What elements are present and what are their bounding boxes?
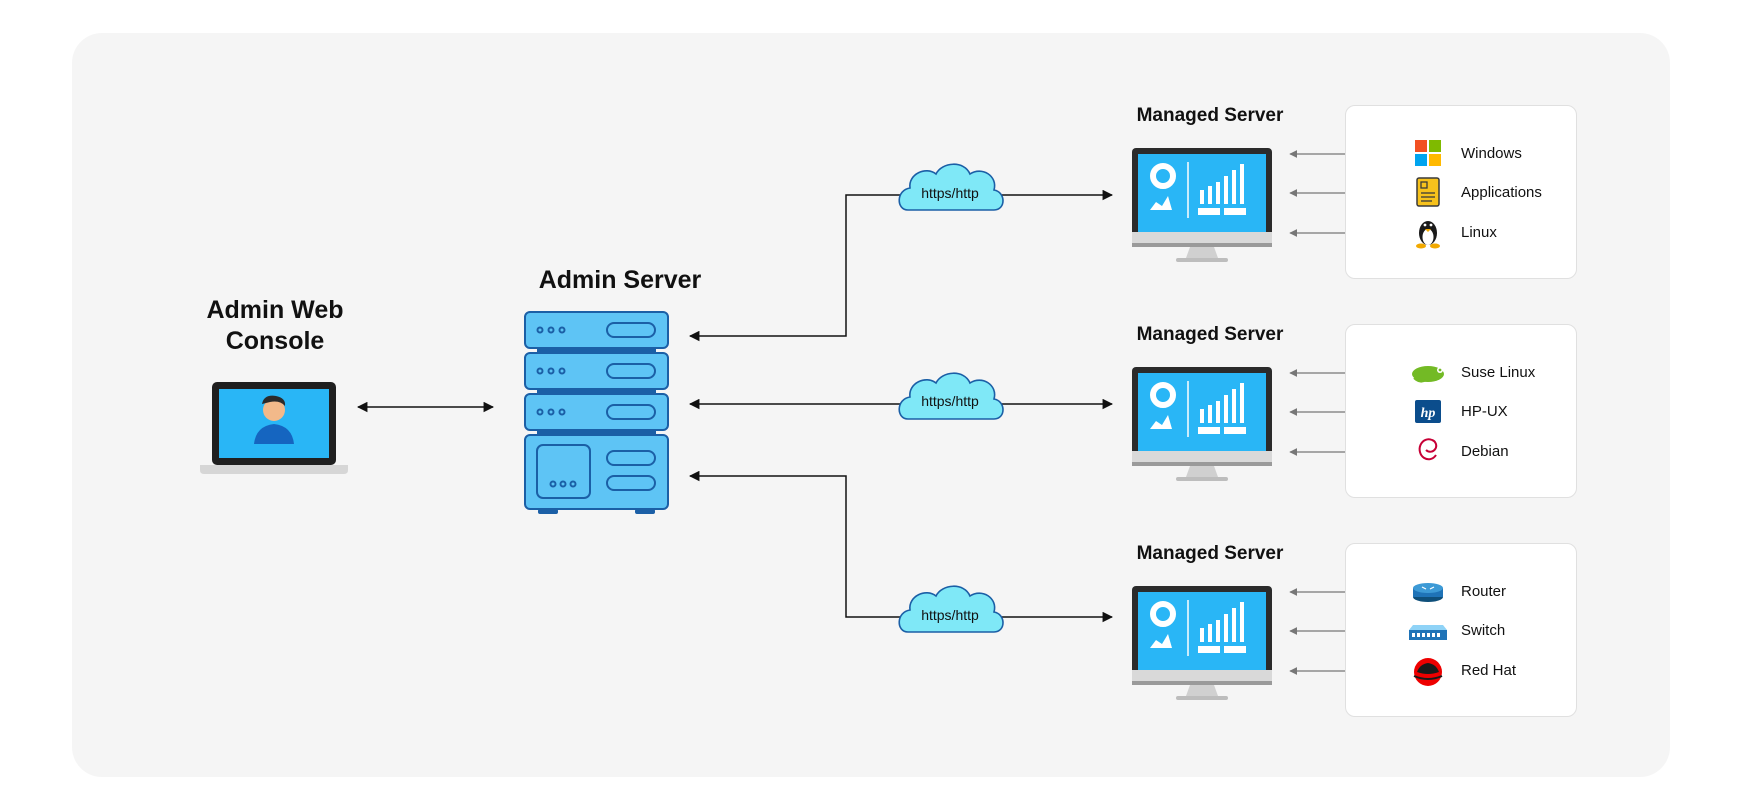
protocol-label: https/http (921, 607, 979, 623)
admin-server-title: Admin Server (538, 266, 702, 294)
os-item-label: Red Hat (1461, 662, 1517, 679)
os-item-label: Linux (1461, 224, 1497, 241)
os-item-label: Suse Linux (1461, 364, 1536, 381)
os-list-box (1345, 324, 1577, 498)
debian-icon (1418, 438, 1438, 461)
laptop-icon (200, 382, 348, 474)
os-list-box (1345, 543, 1577, 717)
admin-server-icon (524, 311, 669, 514)
os-item-label: Applications (1461, 184, 1542, 201)
linux-icon (1416, 221, 1440, 249)
os-item-label: Switch (1461, 622, 1506, 639)
os-item-label: Windows (1461, 145, 1522, 162)
protocol-label: https/http (921, 185, 979, 201)
switch-icon (1409, 625, 1447, 640)
suse-icon (1412, 366, 1444, 383)
console-title-line2: Console (225, 327, 325, 355)
applications-icon (1416, 177, 1440, 207)
console-title-line1: Admin Web (206, 296, 344, 324)
managed-server-title: Managed Server (1136, 543, 1284, 564)
admin-web-console-title: Admin Web Console (160, 295, 390, 357)
protocol-label: https/http (921, 393, 979, 409)
windows-icon (1415, 140, 1441, 166)
os-item-label: Router (1461, 583, 1507, 600)
os-item-label: Debian (1461, 443, 1509, 460)
managed-server-title: Managed Server (1136, 105, 1284, 126)
svg-text:hp: hp (1421, 406, 1436, 421)
os-list-box (1345, 105, 1577, 279)
os-item-label: HP-UX (1461, 403, 1508, 420)
redhat-icon (1413, 658, 1443, 686)
managed-server-title: Managed Server (1136, 324, 1284, 345)
router-icon (1413, 583, 1443, 602)
hp-icon: hp (1415, 400, 1441, 423)
